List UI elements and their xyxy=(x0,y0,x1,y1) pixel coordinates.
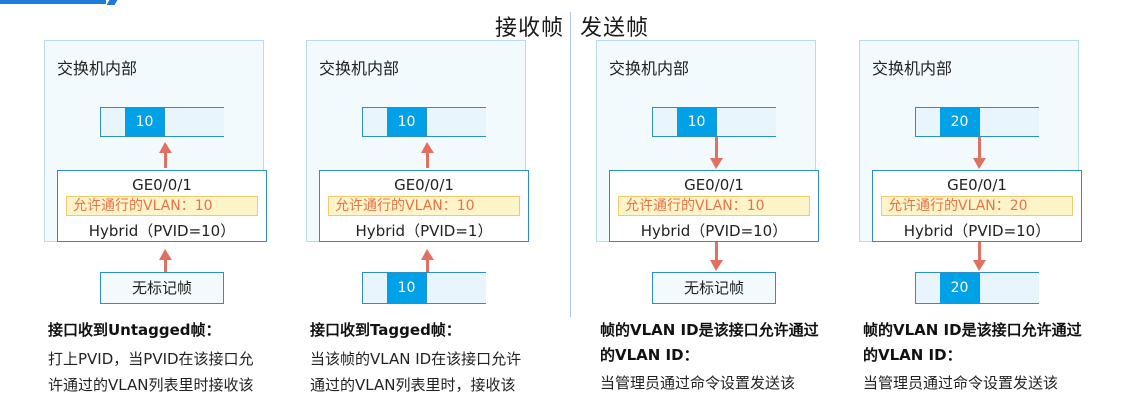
panel-title: 交换机内部 xyxy=(609,59,690,78)
section-divider xyxy=(570,12,571,317)
desc-line: 通过的VLAN列表里时，接收该 xyxy=(310,376,516,394)
hybrid-pvid-label: Hybrid（PVID=10） xyxy=(640,222,788,240)
desc-title: 的VLAN ID： xyxy=(600,346,699,364)
vlan-tag: 10 xyxy=(677,108,716,136)
desc-line: 当该帧的VLAN ID在该接口允许 xyxy=(310,350,522,368)
port-box: GE0/0/1 允许通行的VLAN：10 Hybrid（PVID=10） xyxy=(609,170,819,242)
external-tagged-frame: 10 xyxy=(362,272,486,304)
arrow-down-icon xyxy=(973,137,986,169)
internal-frame: 10 xyxy=(100,107,224,137)
arrow-up-icon xyxy=(421,249,434,272)
hybrid-pvid-label: Hybrid（PVID=10） xyxy=(88,222,236,240)
arrow-down-icon xyxy=(710,242,723,271)
untagged-frame: 无标记帧 xyxy=(100,272,224,304)
panel-title: 交换机内部 xyxy=(872,59,953,78)
port-box: GE0/0/1 允许通行的VLAN：20 Hybrid（PVID=10） xyxy=(872,170,1082,242)
corner-accent-tip xyxy=(106,0,118,5)
vlan-tag: 10 xyxy=(387,108,426,136)
send-heading: 发送帧 xyxy=(580,16,650,41)
desc-title: 帧的VLAN ID是该接口允许通过 xyxy=(863,321,1082,339)
desc-line: 许通过的VLAN列表里时接收该 xyxy=(48,376,254,394)
allowed-vlan-label: 允许通行的VLAN：10 xyxy=(618,196,810,216)
vlan-tag: 20 xyxy=(940,273,979,303)
port-name: GE0/0/1 xyxy=(684,176,744,194)
panel-title: 交换机内部 xyxy=(57,59,138,78)
port-box: GE0/0/1 允许通行的VLAN：10 Hybrid（PVID=10） xyxy=(57,170,267,242)
hybrid-pvid-label: Hybrid（PVID=1） xyxy=(355,222,493,240)
allowed-vlan-label: 允许通行的VLAN：10 xyxy=(66,196,258,216)
desc-title: 接口收到Untagged帧： xyxy=(48,321,221,339)
internal-frame: 10 xyxy=(652,107,776,137)
desc-title: 帧的VLAN ID是该接口允许通过 xyxy=(600,321,819,339)
corner-accent-bar xyxy=(0,0,106,4)
desc-line: 当管理员通过命令设置发送该 xyxy=(863,374,1059,392)
allowed-vlan-label: 允许通行的VLAN：20 xyxy=(881,196,1073,216)
desc-title: 接口收到Tagged帧： xyxy=(310,321,461,339)
vlan-tag: 20 xyxy=(940,108,979,136)
vlan-tag: 10 xyxy=(387,273,426,303)
port-name: GE0/0/1 xyxy=(132,176,192,194)
internal-frame: 10 xyxy=(362,107,486,137)
arrow-up-icon xyxy=(159,249,172,272)
port-name: GE0/0/1 xyxy=(394,176,454,194)
arrow-down-icon xyxy=(710,137,723,169)
external-tagged-frame: 20 xyxy=(915,272,1039,304)
desc-line: 当管理员通过命令设置发送该 xyxy=(600,374,796,392)
desc-line: 打上PVID，当PVID在该接口允 xyxy=(48,350,254,368)
arrow-down-icon xyxy=(973,242,986,271)
desc-title: 的VLAN ID： xyxy=(863,346,962,364)
arrow-up-icon xyxy=(421,142,434,168)
internal-frame: 20 xyxy=(915,107,1039,137)
vlan-tag: 10 xyxy=(125,108,164,136)
untagged-frame: 无标记帧 xyxy=(652,272,776,304)
arrow-up-icon xyxy=(159,142,172,168)
receive-heading: 接收帧 xyxy=(495,16,565,41)
port-box: GE0/0/1 允许通行的VLAN：10 Hybrid（PVID=1） xyxy=(319,170,529,242)
hybrid-pvid-label: Hybrid（PVID=10） xyxy=(903,222,1051,240)
allowed-vlan-label: 允许通行的VLAN：10 xyxy=(328,196,520,216)
panel-title: 交换机内部 xyxy=(319,59,400,78)
port-name: GE0/0/1 xyxy=(947,176,1007,194)
